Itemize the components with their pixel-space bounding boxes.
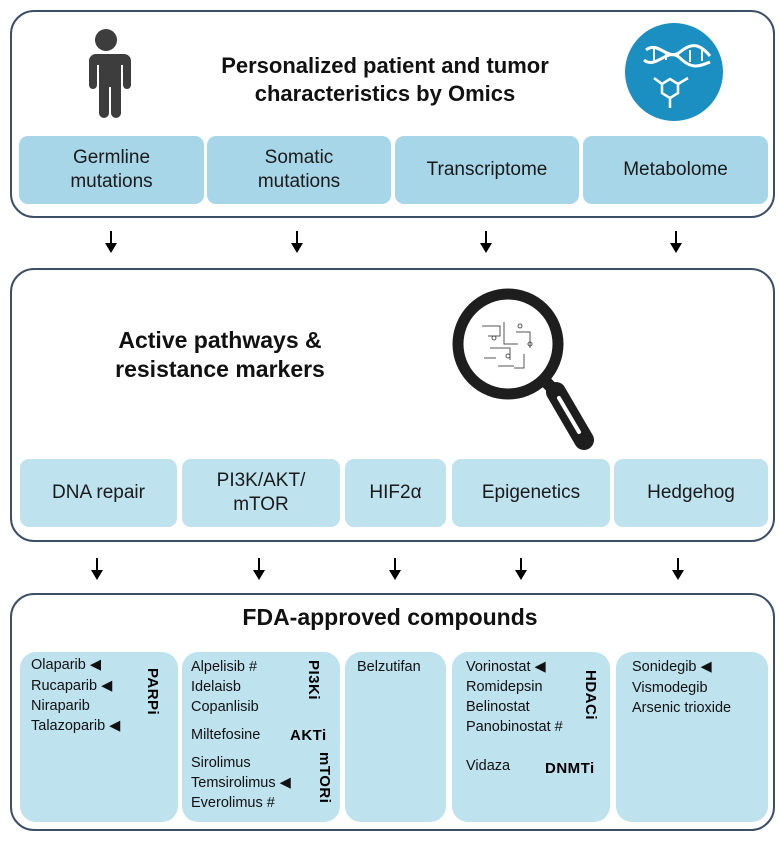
class-label-akti: AKTi bbox=[290, 727, 327, 744]
box-line: Metabolome bbox=[623, 159, 728, 181]
class-label-hdaci: HDACi bbox=[582, 670, 599, 720]
omics-title-line1: Personalized patient and tumor bbox=[221, 53, 549, 78]
box-line: Epigenetics bbox=[481, 482, 581, 504]
drug-sonidegib: Sonidegib ◀ bbox=[632, 659, 712, 675]
box-line: mTOR bbox=[233, 494, 289, 515]
person-icon bbox=[88, 29, 131, 118]
down-arrow-icon bbox=[389, 558, 401, 580]
box-line: mutations bbox=[257, 171, 341, 192]
omics-title: Personalized patient and tumor character… bbox=[170, 52, 600, 108]
drug-talazoparib: Talazoparib ◀ bbox=[31, 718, 121, 734]
pathways-title-line2: resistance markers bbox=[115, 356, 325, 383]
drug-belzutifan: Belzutifan bbox=[357, 659, 421, 675]
box-line: Transcriptome bbox=[426, 159, 548, 181]
drug-miltefosine: Miltefosine bbox=[191, 727, 261, 743]
box-line: Hedgehog bbox=[647, 482, 735, 504]
drug-vismodegib: Vismodegib bbox=[632, 680, 708, 696]
box-line: DNA repair bbox=[52, 482, 145, 504]
drug-panobinostat: Panobinostat # bbox=[466, 719, 563, 735]
drug-copanlisib: Copanlisib bbox=[191, 699, 259, 715]
down-arrow-icon bbox=[515, 558, 527, 580]
down-arrow-icon bbox=[672, 558, 684, 580]
drug-niraparib: Niraparib bbox=[31, 698, 90, 714]
pathway-box-epigenetics: Epigenetics bbox=[452, 459, 610, 527]
drug-rucaparib: Rucaparib ◀ bbox=[31, 678, 113, 694]
compound-card-epigenetics bbox=[452, 652, 610, 822]
down-arrow-icon bbox=[105, 231, 117, 253]
drug-idelaisb: Idelaisb bbox=[191, 679, 241, 695]
drug-everolimus: Everolimus # bbox=[191, 795, 275, 811]
pathways-title: Active pathways & resistance markers bbox=[60, 326, 380, 385]
drug-alpelisib: Alpelisib # bbox=[191, 659, 258, 675]
compounds-title: FDA-approved compounds bbox=[242, 604, 538, 630]
down-arrow-icon bbox=[670, 231, 682, 253]
omics-box-transcriptome: Transcriptome bbox=[395, 136, 579, 204]
box-line: Somatic bbox=[264, 147, 334, 169]
drug-vorinostat: Vorinostat ◀ bbox=[466, 659, 546, 675]
class-label-dnmti: DNMTi bbox=[545, 760, 595, 777]
box-line: Germline bbox=[72, 147, 151, 169]
pathway-box-pi3k: PI3K/AKT/mTOR bbox=[182, 459, 340, 527]
class-label-pi3ki: PI3Ki bbox=[305, 660, 322, 701]
drug-olaparib: Olaparib ◀ bbox=[31, 657, 101, 673]
drug-vidaza: Vidaza bbox=[466, 758, 511, 774]
pathway-box-dna-repair: DNA repair bbox=[20, 459, 177, 527]
drug-belinostat: Belinostat bbox=[466, 699, 530, 715]
down-arrow-icon bbox=[480, 231, 492, 253]
compound-card-hif2a bbox=[345, 652, 446, 822]
box-line: mutations bbox=[70, 171, 153, 192]
pathway-box-hedgehog: Hedgehog bbox=[614, 459, 768, 527]
drug-temsirolimus: Temsirolimus ◀ bbox=[191, 775, 291, 791]
omics-box-metabolome: Metabolome bbox=[583, 136, 768, 204]
pathway-box-hif2a: HIF2α bbox=[345, 459, 446, 527]
box-line: PI3K/AKT/ bbox=[216, 470, 306, 492]
drug-romidepsin: Romidepsin bbox=[466, 679, 543, 695]
down-arrow-icon bbox=[91, 558, 103, 580]
magnifier-icon bbox=[452, 288, 594, 450]
class-label-mtori: mTORi bbox=[316, 752, 333, 804]
down-arrow-icon bbox=[253, 558, 265, 580]
pathways-title-line1: Active pathways & bbox=[118, 327, 322, 353]
compound-card-hedgehog bbox=[616, 652, 768, 822]
drug-arsenic-trioxide: Arsenic trioxide bbox=[632, 700, 732, 716]
compound-card-pi3k bbox=[182, 652, 340, 822]
class-label-parpi: PARPi bbox=[144, 668, 161, 716]
box-line: HIF2α bbox=[369, 482, 422, 504]
compound-card-parp bbox=[20, 652, 178, 822]
drug-sirolimus: Sirolimus bbox=[191, 755, 251, 771]
down-arrow-icon bbox=[291, 231, 303, 253]
dna-molecule-icon bbox=[625, 23, 723, 121]
omics-title-line2: characteristics by Omics bbox=[254, 81, 516, 107]
